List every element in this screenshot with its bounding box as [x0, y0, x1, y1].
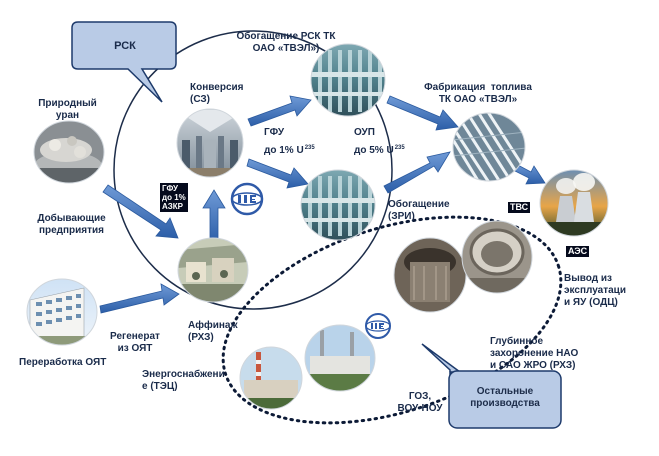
other-production-boundary	[221, 215, 563, 425]
arrow-mining-to-affinage	[102, 184, 179, 239]
rsk-callout-shape	[71, 21, 177, 103]
tec-photo-1	[240, 347, 302, 409]
tvs-tag: ТВС	[508, 202, 531, 213]
mining-label: Добывающие предприятия	[37, 213, 106, 236]
natural-uranium-photo	[34, 121, 104, 183]
azkr-tag: ГФУ до 1% АЗКР	[160, 183, 188, 212]
arrow-enrich1-to-fuel	[386, 95, 459, 131]
other-callout-label: Остальные производства	[470, 386, 540, 409]
enrichment-zri-photo	[301, 170, 375, 240]
gfu-percent-text: до 1% U	[264, 145, 304, 156]
aes-tag: АЭС	[566, 246, 590, 257]
gfu-isotope: 235	[304, 145, 315, 151]
gfu-percent-label: до 1% U235	[264, 145, 315, 157]
decommission-label: Вывод из эксплуатаци и ЯУ (ОДЦ)	[564, 273, 626, 308]
enrichment-rsk-photo	[311, 44, 385, 116]
enrichment-rsk-label: Обогащение РСК ТК ОАО «ТВЭЛ»)	[236, 31, 336, 54]
oup-label: ОУП	[354, 127, 375, 138]
gfu-label: ГФУ	[264, 127, 285, 138]
natural-uranium-label: Природный уран	[38, 98, 97, 121]
conversion-photo	[177, 109, 243, 177]
rsk-circle	[113, 30, 393, 310]
affinage-label: Аффинаж (РХЗ)	[188, 320, 238, 343]
conversion-label: Конверсия (СЗ)	[190, 82, 244, 105]
flow-arrows	[99, 95, 546, 314]
reprocessing-label: Переработка ОЯТ	[19, 357, 107, 368]
other-callout-shape	[421, 343, 562, 429]
rsk-callout-label: РСК	[114, 40, 136, 52]
arrow-conv-to-enrich1	[247, 95, 312, 127]
tvel-logo-small-icon	[365, 313, 391, 339]
regenerate-label: Регенерат из ОЯТ	[110, 331, 160, 354]
disposal-label: Глубинное захоронение НАО и САО ЖРО (РХЗ…	[490, 336, 579, 371]
fuel-fabrication-label: Фабрикация топлива ТК ОАО «ТВЭЛ»	[424, 82, 532, 105]
enrichment-zri-label: Обогащение (ЗРИ)	[388, 199, 450, 222]
tvel-logo-icon	[230, 182, 264, 216]
goz-label: ГОЗ, ВОУ-НОУ	[397, 391, 443, 414]
oup-isotope: 235	[394, 145, 405, 151]
oup-percent-label: до 5% U235	[354, 145, 405, 157]
arrow-enrich2-to-fuel	[383, 151, 451, 194]
disposal-photo-1	[394, 238, 466, 312]
arrow-conv-to-enrich2	[246, 158, 309, 189]
power-supply-label: Энергоснабжени е (ТЭЦ)	[142, 369, 225, 392]
reprocessing-photo	[27, 279, 97, 345]
arrow-oyat-to-affinage	[99, 283, 180, 314]
oup-percent-text: до 5% U	[354, 145, 394, 156]
fuel-fabrication-photo	[453, 113, 525, 181]
arrow-affinage-up	[202, 189, 226, 244]
